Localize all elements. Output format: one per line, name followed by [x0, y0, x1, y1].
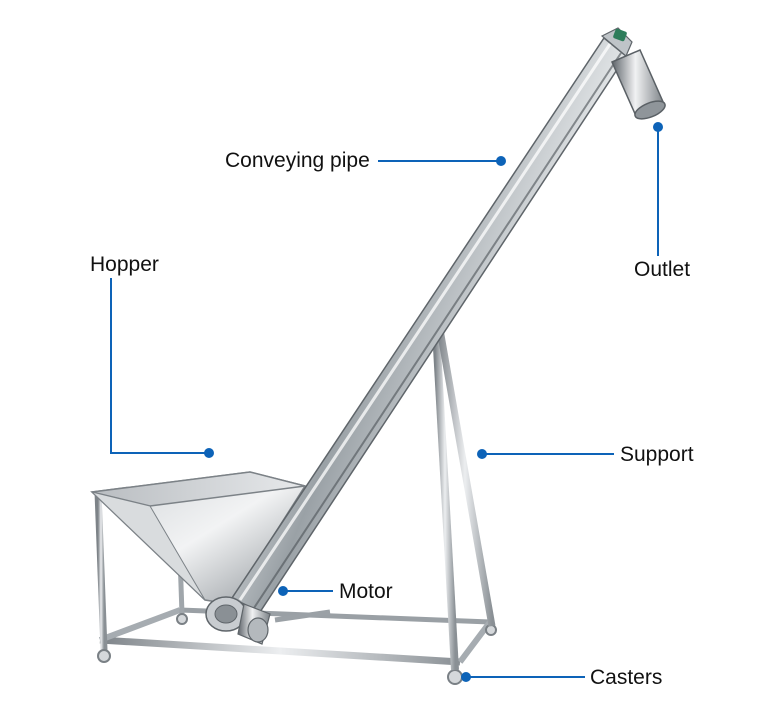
support-frame [431, 311, 496, 671]
dot-conveying-pipe [496, 156, 506, 166]
callout-conveying-pipe: Conveying pipe [225, 149, 506, 172]
outlet-spout [611, 49, 666, 120]
callout-casters: Casters [461, 666, 662, 689]
callout-outlet: Outlet [634, 122, 690, 281]
label-outlet: Outlet [634, 258, 690, 281]
conveyor-illustration [90, 27, 666, 685]
label-hopper: Hopper [90, 253, 159, 276]
casters-wheels [97, 613, 497, 685]
callout-support: Support [477, 443, 694, 466]
hopper-body [90, 471, 307, 605]
label-support: Support [620, 443, 694, 466]
conveying-pipe-tube [230, 27, 633, 613]
motor-unit [205, 596, 271, 645]
label-motor: Motor [339, 580, 393, 603]
callout-hopper: Hopper [90, 253, 214, 458]
callout-motor: Motor [278, 580, 393, 603]
leader-hopper [110, 278, 209, 454]
dot-hopper [204, 448, 214, 458]
label-conveying-pipe: Conveying pipe [225, 149, 370, 172]
label-casters: Casters [590, 666, 662, 689]
